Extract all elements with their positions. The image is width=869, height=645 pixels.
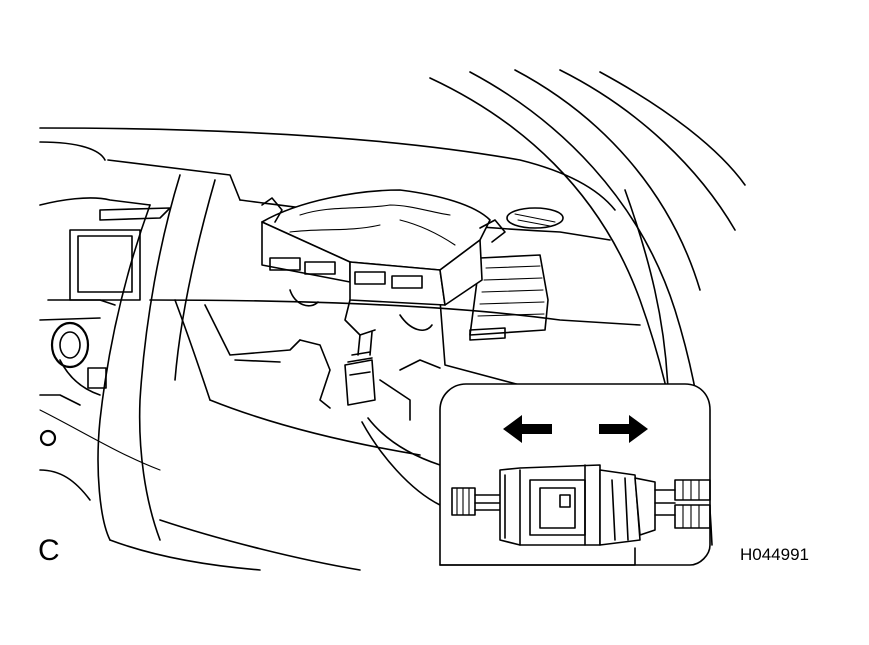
callout-leader <box>361 417 441 506</box>
air-vent <box>439 254 549 386</box>
airbag-module <box>261 189 564 356</box>
view-letter: C <box>38 534 60 567</box>
figure-code: H044991 <box>740 545 810 564</box>
inset-callout <box>439 383 711 566</box>
arrow-right-icon <box>599 415 648 443</box>
arrow-left-icon <box>503 415 552 443</box>
harness-connector <box>344 351 376 406</box>
callout-bracket <box>439 547 636 566</box>
center-console <box>39 174 216 541</box>
lower-panel <box>39 299 641 571</box>
